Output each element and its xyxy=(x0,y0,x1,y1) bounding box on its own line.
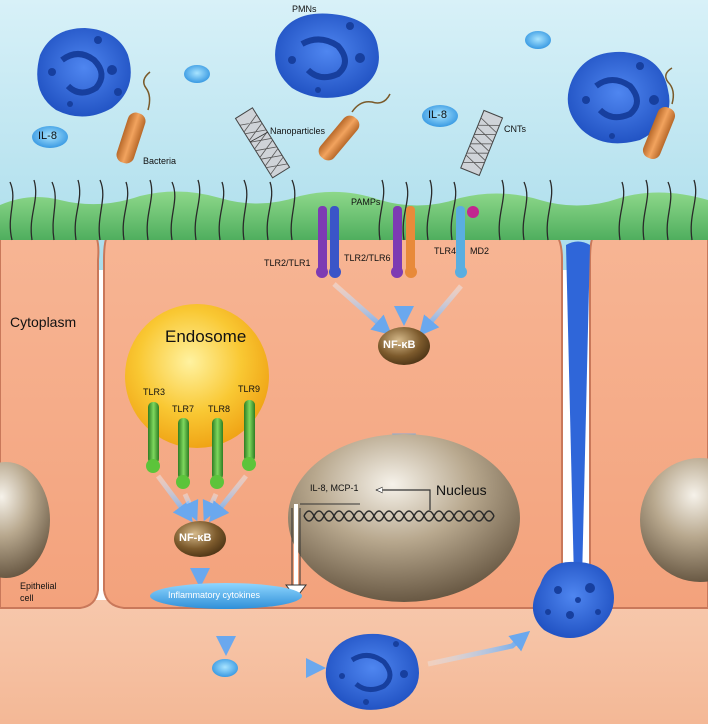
label-il8-right: IL-8 xyxy=(428,109,447,121)
il8-molecule-left xyxy=(32,126,68,148)
nanoparticles-leader xyxy=(249,131,269,143)
label-inflammatory-cytokines: Inflammatory cytokines xyxy=(168,590,261,600)
arrow-pmn-to-transmigration xyxy=(427,630,531,667)
nanotube-icon xyxy=(234,107,291,179)
inflammatory-cytokines-capsule xyxy=(150,583,302,609)
nucleus-left-cell xyxy=(0,462,50,578)
label-il8-left: IL-8 xyxy=(38,130,57,142)
label-endosome: Endosome xyxy=(165,327,247,346)
label-cnts: CNTs xyxy=(504,124,526,134)
pmn-top-left xyxy=(37,28,131,117)
dna-strand xyxy=(303,510,495,522)
pmn-top-center xyxy=(275,13,379,98)
label-nfkb-top: NF-κB xyxy=(383,339,416,351)
nfkb-complex-top xyxy=(378,327,430,365)
tlr2-tlr6-receptor xyxy=(391,206,417,278)
tlr7-receptor xyxy=(176,418,190,489)
nanotube-icon xyxy=(460,109,504,177)
pmn-transmigration-channel xyxy=(566,241,590,580)
dna-strand xyxy=(303,510,495,522)
microvilli xyxy=(9,179,697,241)
il8-molecule-right xyxy=(422,105,458,127)
arrow-tlr4-to-nfkb xyxy=(418,284,463,337)
label-tlr7: TLR7 xyxy=(172,404,195,414)
arrow-tlr2-tlr1-to-nfkb xyxy=(332,282,392,336)
secretion-path-outline xyxy=(291,508,301,585)
pmn-transmigrating xyxy=(532,561,614,638)
label-tlr4: TLR4 xyxy=(434,246,457,256)
label-tlr3: TLR3 xyxy=(143,387,166,397)
label-il8-mcp1: IL-8, MCP-1 xyxy=(310,483,359,493)
bacteria-icon xyxy=(116,71,151,164)
cytokine-blob xyxy=(212,659,238,677)
cytokine-blob xyxy=(525,31,551,49)
label-tlr8: TLR8 xyxy=(208,404,231,414)
label-nucleus: Nucleus xyxy=(436,482,487,498)
tlr8-receptor xyxy=(210,418,224,489)
pmn-bottom xyxy=(325,633,419,710)
microvilli-band xyxy=(0,191,708,240)
label-md2: MD2 xyxy=(470,246,490,256)
label-nanoparticles: Nanoparticles xyxy=(270,126,326,136)
endosome xyxy=(125,304,269,448)
cytokine-blob xyxy=(184,65,210,83)
label-bacteria: Bacteria xyxy=(143,156,177,166)
tlr9-receptor xyxy=(242,400,256,471)
arrow-tlr7-to-nfkb xyxy=(179,492,199,522)
label-pamps: PAMPs xyxy=(351,197,381,207)
nucleus-central xyxy=(288,434,520,602)
bacteria-icon xyxy=(318,93,391,161)
md2-protein xyxy=(467,206,479,218)
gene-expression-arrow xyxy=(376,490,431,510)
arrow-tlr9-to-nfkb xyxy=(209,474,248,523)
label-tlr2-tlr1: TLR2/TLR1 xyxy=(264,258,311,268)
label-tlr9: TLR9 xyxy=(238,384,261,394)
label-pmns: PMNs xyxy=(292,4,317,14)
nucleus-right-cell xyxy=(640,458,708,582)
tlr2-tlr1-receptor xyxy=(316,206,341,278)
label-cytoplasm: Cytoplasm xyxy=(10,314,77,330)
nfkb-complex-bottom xyxy=(174,521,226,557)
label-epithelial-cell: Epithelial cell xyxy=(20,581,57,603)
tlr4-receptor xyxy=(455,206,467,278)
label-tlr2-tlr6: TLR2/TLR6 xyxy=(344,253,391,263)
bacteria-icon xyxy=(642,67,676,159)
pmn-top-right xyxy=(567,51,670,144)
label-nfkb-bottom: NF-κB xyxy=(179,532,212,544)
tlr3-receptor xyxy=(146,402,160,473)
